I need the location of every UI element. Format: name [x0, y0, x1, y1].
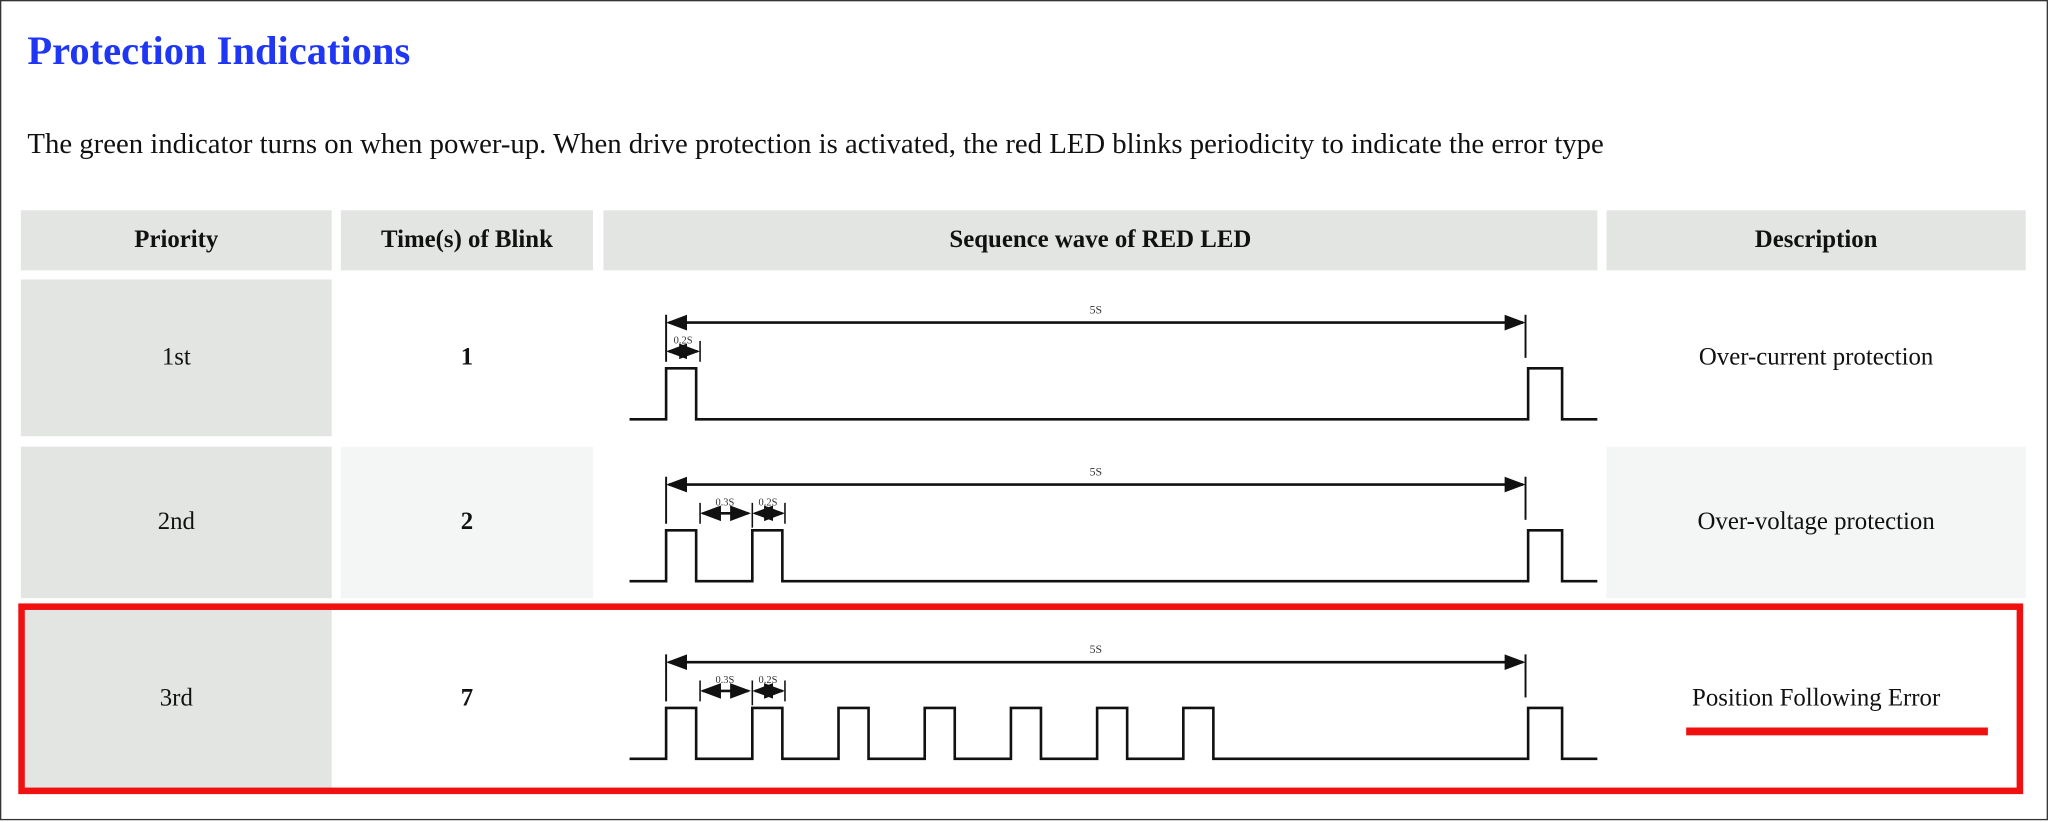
row3-priority: 3rd	[20, 608, 332, 789]
row2-blinks: 2	[340, 446, 593, 599]
header-sequence-wave: Sequence wave of RED LED	[603, 210, 1598, 271]
row1-wave	[629, 367, 1598, 421]
row3-off-label: 0.3S	[715, 675, 734, 686]
row3-description: Position Following Error	[1692, 684, 1941, 712]
row3-on-label: 0.2S	[759, 675, 778, 686]
header-blink-times: Time(s) of Blink	[340, 210, 593, 271]
row3-period-label: 5S	[1090, 643, 1102, 656]
row3-blinks: 7	[460, 684, 474, 712]
row2-wave	[629, 528, 1598, 583]
row1-on-label: 0.2S	[674, 336, 693, 347]
highlight-underline	[1686, 727, 1988, 736]
row1-priority: 1st	[20, 279, 332, 437]
row2-priority: 2nd	[20, 446, 332, 599]
intro-paragraph: The green indicator turns on when power-…	[27, 126, 1604, 160]
page-title: Protection Indications	[27, 27, 411, 74]
row1-period-label: 5S	[1090, 303, 1102, 316]
row1-blinks: 1	[460, 343, 474, 371]
header-description: Description	[1606, 210, 2026, 271]
highlight-box	[18, 603, 2024, 795]
row2-description: Over-voltage protection	[1606, 446, 2026, 599]
row2-period-label: 5S	[1090, 465, 1102, 478]
row2-off-label: 0.3S	[715, 497, 734, 508]
row3-wave	[629, 706, 1598, 761]
row2-on-label: 0.2S	[759, 497, 778, 508]
header-priority: Priority	[20, 210, 332, 271]
row1-description: Over-current protection	[1698, 343, 1934, 371]
